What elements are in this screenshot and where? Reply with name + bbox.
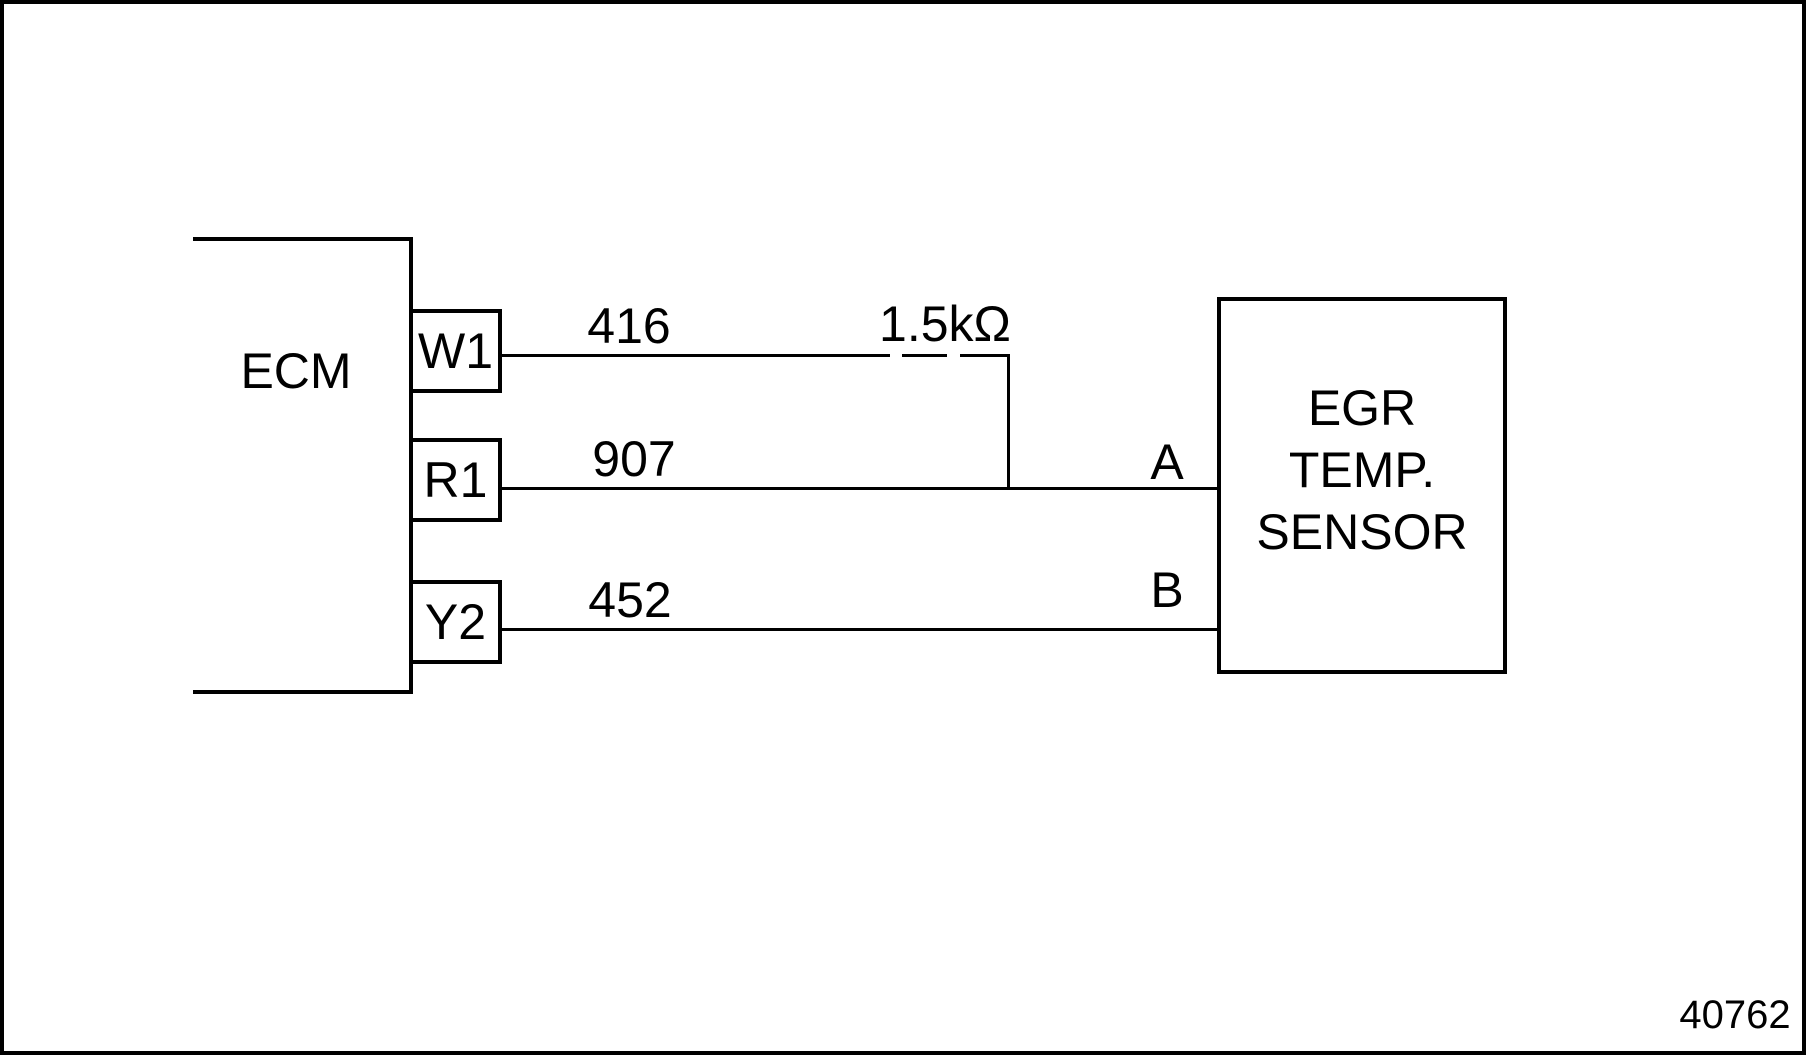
wires-svg	[501, 354, 1220, 631]
ecm-label: ECM	[240, 343, 352, 399]
sensor-label-line-1: EGR	[1307, 379, 1417, 436]
wire-452-label: 452	[588, 572, 672, 628]
pin-label-r1: R1	[423, 452, 488, 508]
wire-416-label: 416	[587, 298, 671, 354]
sensor-pin-a-label: A	[1150, 434, 1184, 490]
pin-label-w1: W1	[418, 323, 493, 379]
figure-number: 40762	[1679, 993, 1791, 1037]
pin-label-y2: Y2	[424, 594, 487, 650]
wire-907-label: 907	[592, 431, 676, 487]
sensor-label-line-2: TEMP.	[1288, 441, 1436, 498]
sensor-label-line-3: SENSOR	[1256, 503, 1468, 560]
ecm-box	[193, 237, 413, 694]
sensor-box: EGR TEMP. SENSOR	[1217, 297, 1507, 674]
sensor-pin-b-label: B	[1150, 562, 1184, 618]
pin-box-y2: Y2	[409, 580, 502, 664]
pin-box-r1: R1	[409, 438, 502, 522]
sensor-label: EGR TEMP. SENSOR	[1256, 377, 1467, 563]
resistor-label: 1.5kΩ	[879, 296, 1011, 352]
pin-box-w1: W1	[409, 309, 502, 393]
